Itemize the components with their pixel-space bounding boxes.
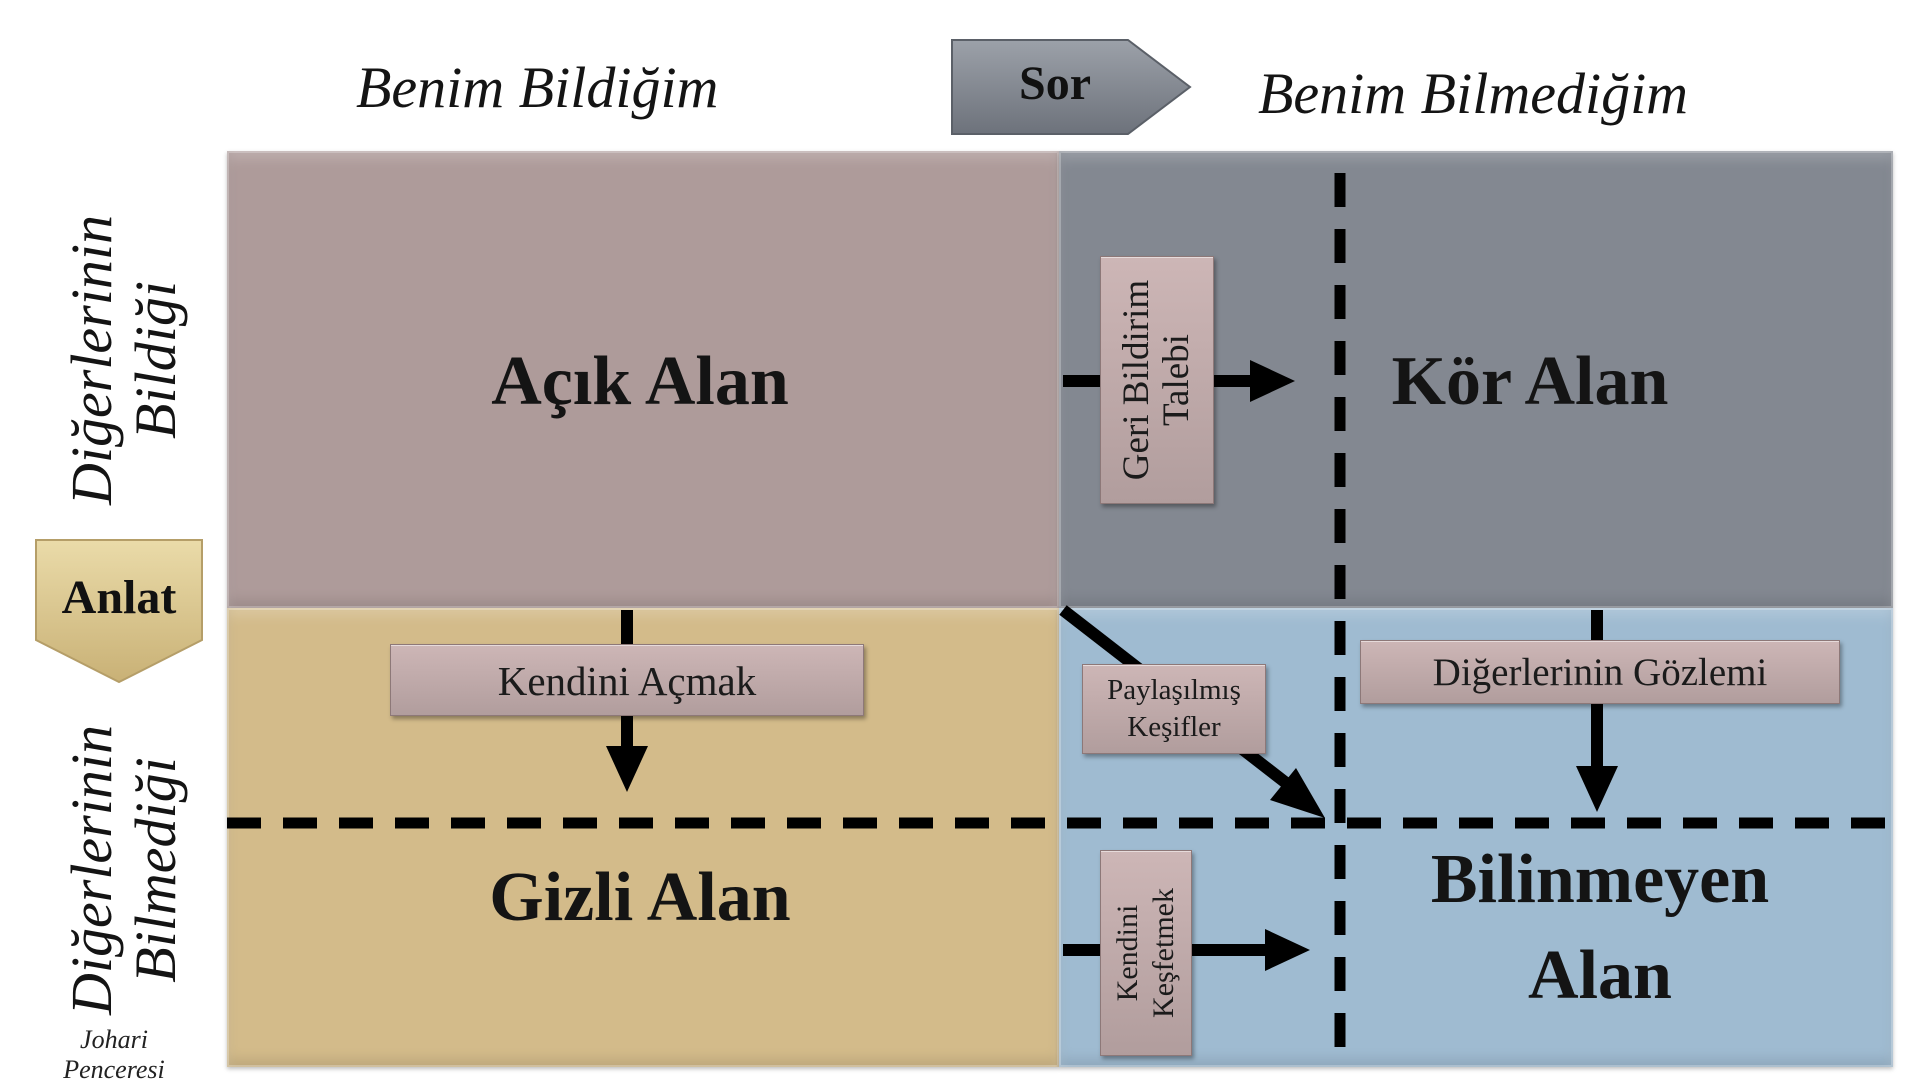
hidden-area-title: Gizli Alan [489, 859, 791, 936]
feedback-request-tag: Geri Bildirim Talebi [1100, 256, 1214, 504]
shared-discoveries-line2: Keşifler [1127, 711, 1221, 743]
unknown-area-title: Bilinmeyen Alan [1370, 832, 1830, 1024]
tell-label: Anlat [61, 571, 177, 624]
caption-line2: Penceresi [63, 1055, 165, 1084]
unknown-area-title-line2: Alan [1528, 937, 1672, 1014]
self-discovery-line2: Keşfetmek [1147, 888, 1181, 1018]
shared-discoveries-tag: Paylaşılmış Keşifler [1082, 664, 1266, 754]
open-area-title: Açık Alan [491, 343, 789, 420]
self-discovery-line1: Kendini [1111, 904, 1145, 1002]
tell-arrow: Anlat [34, 538, 204, 684]
self-disclosure-tag: Kendini Açmak [390, 644, 864, 716]
blind-area-title: Kör Alan [1391, 343, 1669, 420]
shared-discoveries-line1: Paylaşılmış [1107, 674, 1241, 706]
ask-arrow: Sor [950, 38, 1194, 136]
shared-discoveries-arrow-head [1270, 768, 1325, 818]
header-my-unknown: Benim Bilmediğim [1258, 61, 1689, 126]
caption-johari-window: Johari Penceresi [44, 1025, 184, 1085]
caption-line1: Johari [80, 1025, 148, 1054]
header-my-known: Benim Bildiğim [356, 55, 719, 120]
feedback-arrow-head [1250, 360, 1295, 402]
self-discovery-arrow-head [1265, 929, 1310, 971]
self-disclosure-arrow-head [606, 746, 648, 792]
feedback-request-line2: Talebi [1156, 334, 1197, 426]
ask-label: Sor [1019, 57, 1091, 110]
quadrant-open-area [227, 151, 1059, 608]
self-discovery-tag: Kendini Keşfetmek [1100, 850, 1192, 1056]
others-observation-arrow-head [1576, 766, 1618, 812]
feedback-request-line1: Geri Bildirim [1116, 279, 1157, 481]
unknown-area-title-line1: Bilinmeyen [1430, 841, 1770, 918]
others-observation-tag: Diğerlerinin Gözlemi [1360, 640, 1840, 704]
